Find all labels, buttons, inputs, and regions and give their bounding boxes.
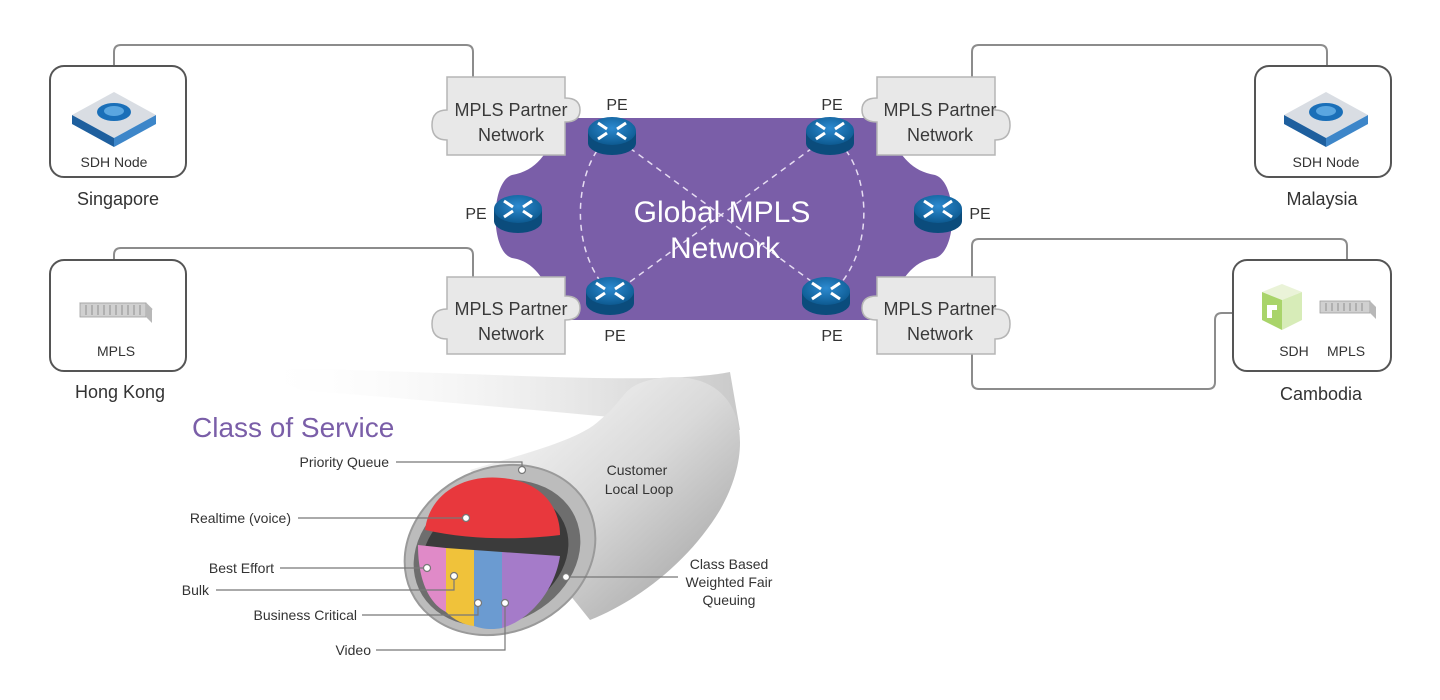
cos-label-realtime: Realtime (voice)	[190, 510, 291, 526]
partner-label-2: Network	[478, 125, 545, 145]
cos-label-business-critical: Business Critical	[254, 607, 357, 623]
partner-label-1: MPLS Partner	[883, 100, 996, 120]
router-arrows-icon	[503, 199, 533, 219]
malaysia-link	[971, 44, 1328, 112]
site-device-label-sdh: SDH	[1279, 343, 1309, 359]
partner-network-tr: MPLS Partner Network	[861, 76, 1011, 156]
site-singapore: SDH Node Singapore	[49, 65, 187, 209]
cos-realtime-segment	[425, 477, 560, 539]
router-arrows-icon	[811, 281, 841, 301]
core-title-line2: Network	[670, 232, 781, 265]
cos-label-video: Video	[335, 642, 371, 658]
site-device-label: SDH Node	[81, 154, 148, 170]
cos-video-segment	[502, 552, 560, 628]
core-title-line1: Global MPLS	[634, 196, 811, 229]
sdh-node-icon	[72, 92, 156, 147]
core-dashed-links	[579, 134, 865, 296]
site-device-label-mpls: MPLS	[1327, 343, 1365, 359]
mpls-switch-icon	[79, 302, 153, 323]
site-device-label: MPLS	[97, 343, 135, 359]
cambodia-sdh-link	[971, 312, 1258, 390]
cos-label-cbwfq-1: Class Based	[690, 556, 769, 572]
router-arrows-icon	[595, 281, 625, 301]
pe-router-bottom-left	[586, 277, 634, 315]
cos-label-cbwfq-2: Weighted Fair	[686, 574, 773, 590]
sdh-node-icon	[1284, 92, 1368, 147]
pe-router-bottom-right	[802, 277, 850, 315]
cos-title: Class of Service	[192, 412, 394, 443]
pe-router-top-left	[588, 117, 636, 155]
pe-router-top-right	[806, 117, 854, 155]
pe-router-mid-left	[494, 195, 542, 233]
partner-network-br: MPLS Partner Network	[861, 276, 1011, 355]
cable-bend	[470, 377, 740, 620]
sdh-cube-icon	[1262, 284, 1302, 330]
pe-label-bl: PE	[604, 328, 625, 345]
pe-label-br: PE	[821, 328, 842, 345]
site-hongkong: MPLS Hong Kong	[49, 259, 187, 402]
cos-label-customer-loop-2: Local Loop	[605, 481, 674, 497]
partner-label-2: Network	[907, 125, 974, 145]
mpls-switch-icon	[1319, 300, 1376, 319]
cos-leader-lines	[216, 461, 678, 651]
connection-lines	[113, 44, 1348, 390]
router-arrows-icon	[597, 121, 627, 141]
cos-label-priority-queue: Priority Queue	[300, 454, 390, 470]
cos-label-cbwfq-3: Queuing	[703, 592, 756, 608]
partner-label-1: MPLS Partner	[454, 100, 567, 120]
partner-label-1: MPLS Partner	[883, 299, 996, 319]
global-mpls-cloud	[495, 118, 953, 320]
cos-leader-dots	[422, 465, 571, 608]
cable-illustration	[250, 368, 740, 637]
pe-router-mid-right	[914, 195, 962, 233]
site-device-label: SDH Node	[1293, 154, 1360, 170]
site-malaysia: SDH Node Malaysia	[1254, 65, 1392, 209]
site-name: Singapore	[77, 189, 159, 209]
router-arrows-icon	[923, 199, 953, 219]
site-name: Cambodia	[1280, 384, 1363, 404]
pe-label-tl: PE	[606, 97, 627, 114]
pe-label-tr: PE	[821, 97, 842, 114]
cos-business-segment	[474, 550, 502, 630]
partner-network-tl: MPLS Partner Network	[431, 76, 581, 156]
partner-label-2: Network	[478, 324, 545, 344]
site-name: Malaysia	[1286, 189, 1358, 209]
partner-label-1: MPLS Partner	[454, 299, 567, 319]
site-cambodia: SDH MPLS Cambodia	[1232, 259, 1392, 404]
cos-label-customer-loop-1: Customer	[607, 462, 668, 478]
cambodia-mpls-link	[971, 238, 1348, 300]
partner-network-bl: MPLS Partner Network	[431, 276, 581, 355]
hongkong-link	[113, 247, 474, 306]
cos-best-effort-segment	[418, 545, 446, 612]
router-arrows-icon	[815, 121, 845, 141]
site-name: Hong Kong	[75, 382, 165, 402]
pe-label-mr: PE	[969, 206, 990, 223]
pe-label-ml: PE	[465, 206, 486, 223]
cos-bulk-segment	[446, 548, 474, 626]
cos-label-best-effort: Best Effort	[209, 560, 274, 576]
singapore-link	[113, 44, 474, 112]
cos-label-bulk: Bulk	[182, 582, 210, 598]
partner-label-2: Network	[907, 324, 974, 344]
